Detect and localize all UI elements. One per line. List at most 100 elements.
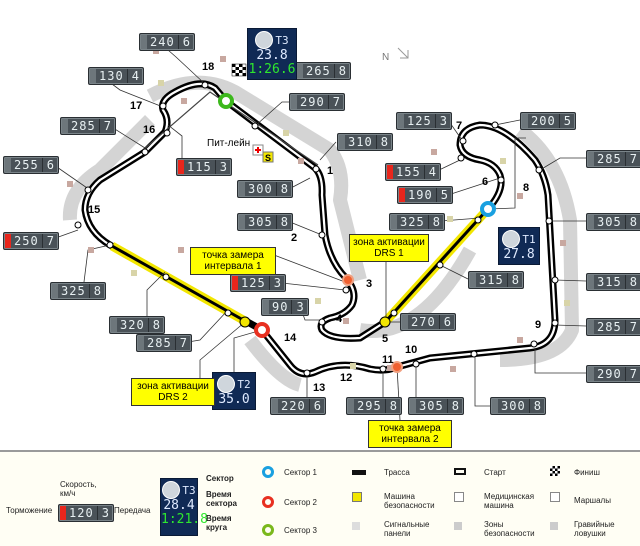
gear-value: 8 (432, 215, 440, 229)
braking-indicator (588, 215, 594, 229)
speed-value: 300 (245, 182, 277, 196)
turn-number: 6 (482, 176, 489, 188)
sector3-marker (218, 93, 234, 109)
turn-number: 7 (456, 120, 463, 132)
speed-value: 290 (594, 367, 626, 381)
signal-panels (131, 80, 570, 369)
gear-value: 8 (511, 273, 519, 287)
safety-car-icon: S (262, 151, 274, 163)
signal-panel-icon (352, 522, 360, 530)
gear-value: 7 (629, 152, 637, 166)
gear-value: 8 (629, 215, 637, 229)
braking-indicator (5, 158, 11, 172)
speed-value: 120 (66, 506, 98, 520)
gear-value: 8 (451, 399, 459, 413)
gear-value: 8 (280, 182, 288, 196)
speed-value: 305 (594, 215, 626, 229)
sector1-box: T1 27.8 (498, 227, 540, 265)
braking-indicator (232, 276, 238, 290)
gear-value: 4 (131, 69, 139, 83)
braking-indicator (588, 320, 594, 334)
legend-start: Старт (484, 468, 506, 477)
gear-value: 8 (280, 215, 288, 229)
marshal-icon (550, 492, 560, 502)
drs1-callout: зона активации DRS 1 (349, 234, 429, 262)
speed-value: 285 (68, 119, 100, 133)
legend-sector: Сектор (206, 474, 234, 483)
safety-car-icon (352, 492, 362, 502)
interval2-callout: точка замера интервала 2 (368, 420, 452, 448)
gear-value: 6 (313, 399, 321, 413)
speed-value: 325 (58, 284, 90, 298)
legend-sector1: Сектор 1 (284, 468, 317, 477)
braking-indicator (492, 399, 498, 413)
legend-finish: Финиш (574, 468, 600, 477)
speed-value: 300 (498, 399, 530, 413)
turn-number: 18 (202, 61, 215, 73)
braking-indicator (339, 135, 345, 149)
braking-indicator (470, 273, 476, 287)
track-icon (352, 470, 366, 475)
gear-value: 3 (439, 114, 447, 128)
track-diagram: S (49, 47, 587, 421)
braking-indicator (297, 64, 303, 78)
braking-indicator (272, 399, 278, 413)
turn-number: 8 (523, 182, 530, 194)
gear-value: 5 (563, 114, 571, 128)
interval1-callout: точка замера интервала 1 (190, 247, 276, 275)
braking-indicator (111, 318, 117, 332)
gear-value: 3 (101, 506, 109, 520)
speed-value: 250 (11, 234, 43, 248)
gear-value: 3 (219, 160, 227, 174)
braking-indicator (391, 215, 397, 229)
mercedes-logo-icon (217, 375, 236, 393)
braking-indicator (398, 114, 404, 128)
braking-indicator (62, 119, 68, 133)
speed-value: 305 (416, 399, 448, 413)
gear-value: 5 (440, 188, 448, 202)
drs2-callout: зона активации DRS 2 (131, 378, 215, 406)
finish-flag-icon (231, 63, 247, 77)
speed-value: 270 (408, 315, 440, 329)
braking-indicator (399, 188, 405, 202)
speed-value: 265 (303, 64, 335, 78)
speed-value: 240 (147, 35, 179, 49)
sector1-icon (262, 466, 274, 478)
braking-indicator (522, 114, 528, 128)
compass-label: N (382, 52, 390, 63)
legend-sector2: Сектор 2 (284, 498, 317, 507)
gear-value: 6 (443, 315, 451, 329)
legend-gravel: Гравийные ловушки (574, 520, 615, 538)
legend-marshals: Маршалы (574, 496, 611, 505)
speed-value: 130 (96, 69, 128, 83)
speed-value: 115 (184, 160, 216, 174)
turn-number: 4 (336, 313, 343, 325)
turn-number: 9 (535, 319, 542, 331)
braking-indicator (5, 234, 11, 248)
turn-number: 1 (327, 165, 334, 177)
legend-lap-time: Время круга (206, 514, 232, 532)
turn-number: 3 (366, 278, 373, 290)
speed-value: 200 (528, 114, 560, 128)
gear-value: 7 (179, 336, 187, 350)
braking-indicator (239, 215, 245, 229)
turn-number: 14 (284, 332, 297, 344)
braking-indicator (239, 182, 245, 196)
speed-value: 290 (297, 95, 329, 109)
sector-label: T1 (522, 232, 536, 246)
